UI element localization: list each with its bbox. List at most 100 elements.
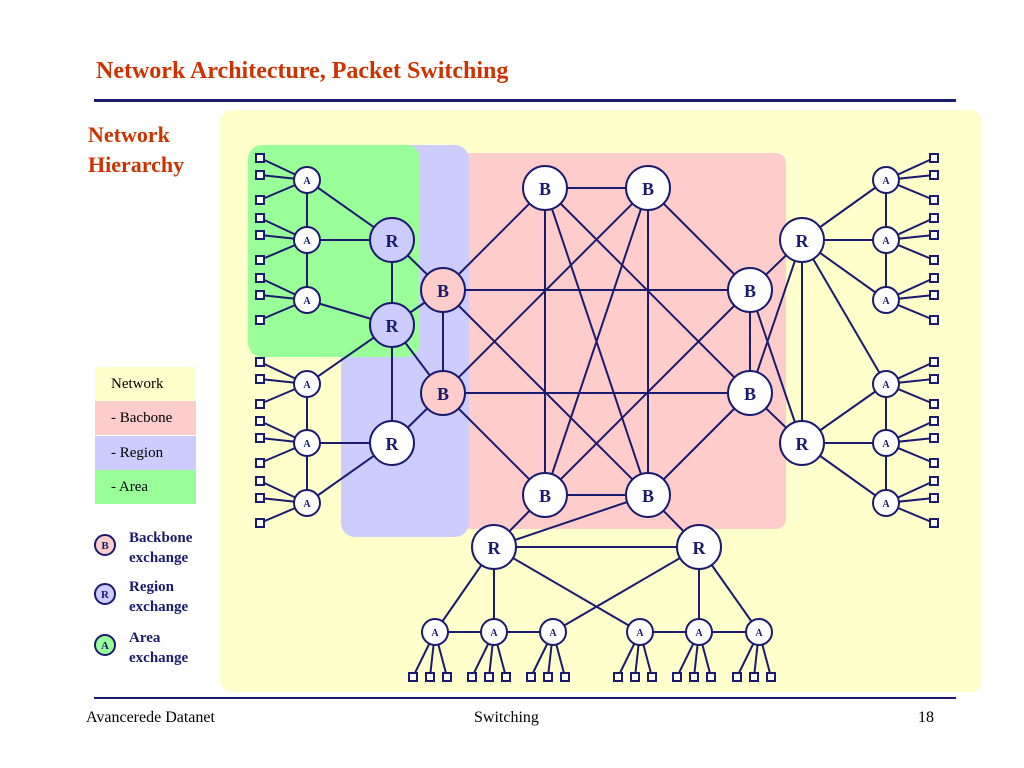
area-node-al6: A <box>293 489 321 517</box>
backbone-node-icon <box>94 534 116 556</box>
backbone-node-circle <box>420 267 466 313</box>
area-node-circle <box>626 618 654 646</box>
region-node-r5: R <box>779 420 825 466</box>
area-node-circle <box>872 286 900 314</box>
area-node-ar4: A <box>872 370 900 398</box>
region-node-label: R <box>386 434 400 454</box>
terminal-14 <box>255 458 265 468</box>
terminal-23 <box>929 255 939 265</box>
region-node-r2: R <box>369 302 415 348</box>
terminal-47 <box>647 672 657 682</box>
backbone-label-line-2: exchange <box>129 550 189 566</box>
region-node-circle <box>779 420 825 466</box>
area-node-ar5: A <box>872 429 900 457</box>
backbone-node-circle <box>522 472 568 518</box>
terminal-25 <box>929 290 939 300</box>
area-node-label: A <box>882 296 890 307</box>
area-node-circle <box>293 429 321 457</box>
page-number: 18 <box>918 709 934 726</box>
area-node-circle <box>421 618 449 646</box>
terminal-37 <box>425 672 435 682</box>
area-node-ab6: A <box>745 618 773 646</box>
area-node-al2: A <box>293 226 321 254</box>
terminal-52 <box>749 672 759 682</box>
terminal-17 <box>255 518 265 528</box>
backbone-node-label: B <box>744 281 756 301</box>
area-node-label: A <box>882 236 890 247</box>
region-node-label: R <box>386 316 400 336</box>
area-node-circle <box>480 618 508 646</box>
region-node-circle <box>369 302 415 348</box>
area-node-label: A <box>755 628 763 639</box>
region-node-r7: R <box>676 524 722 570</box>
terminal-24 <box>929 273 939 283</box>
legend-network: Network <box>95 367 196 401</box>
terminal-22 <box>929 230 939 240</box>
backbone-node-label: B <box>437 281 449 301</box>
terminal-42 <box>526 672 536 682</box>
backbone-node-circle <box>727 370 773 416</box>
area-node-label: A <box>303 236 311 247</box>
area-node-circle <box>685 618 713 646</box>
area-node-circle <box>293 286 321 314</box>
backbone-node-b2: B <box>625 165 671 211</box>
link-b6-b8 <box>647 392 751 496</box>
footer-center: Switching <box>474 709 539 726</box>
area-node-label: A <box>882 380 890 391</box>
terminal-27 <box>929 357 939 367</box>
terminal-48 <box>672 672 682 682</box>
area-node-label: A <box>303 296 311 307</box>
backbone-node-label: B <box>539 179 551 199</box>
terminal-13 <box>255 433 265 443</box>
area-node-circle <box>293 370 321 398</box>
area-region <box>248 145 420 357</box>
area-node-label: A <box>431 628 439 639</box>
area-exchange-label: Area exchange <box>129 628 188 668</box>
area-node-label: A <box>303 380 311 391</box>
area-node-ab4: A <box>626 618 654 646</box>
region-node-circle <box>779 217 825 263</box>
area-node-ab1: A <box>421 618 449 646</box>
area-node-ar3: A <box>872 286 900 314</box>
area-node-al4: A <box>293 370 321 398</box>
area-node-circle <box>872 370 900 398</box>
terminal-3 <box>255 213 265 223</box>
terminal-33 <box>929 476 939 486</box>
region-node-label: R <box>693 538 707 558</box>
terminal-5 <box>255 255 265 265</box>
backbone-node-label: B <box>437 384 449 404</box>
terminal-38 <box>442 672 452 682</box>
area-node-ar2: A <box>872 226 900 254</box>
link-r6-b8 <box>493 494 649 548</box>
terminal-45 <box>613 672 623 682</box>
terminal-39 <box>467 672 477 682</box>
terminal-28 <box>929 374 939 384</box>
area-node-circle <box>293 166 321 194</box>
backbone-node-b8: B <box>625 472 671 518</box>
terminal-30 <box>929 416 939 426</box>
backbone-node-b5: B <box>420 370 466 416</box>
region-exchange-label: Region exchange <box>129 577 188 617</box>
region-icon-letter: R <box>101 589 110 601</box>
node-legend-icons: B R A <box>94 534 116 656</box>
region-node-label: R <box>796 434 810 454</box>
terminal-10 <box>255 374 265 384</box>
area-node-al1: A <box>293 166 321 194</box>
area-node-circle <box>872 489 900 517</box>
terminal-26 <box>929 315 939 325</box>
backbone-node-b1: B <box>522 165 568 211</box>
area-node-circle <box>872 226 900 254</box>
area-node-circle <box>872 166 900 194</box>
area-node-ar6: A <box>872 489 900 517</box>
terminal-46 <box>630 672 640 682</box>
area-node-label: A <box>549 628 557 639</box>
area-node-circle <box>872 429 900 457</box>
terminal-21 <box>929 213 939 223</box>
legend-area: - Area <box>95 470 196 504</box>
terminal-43 <box>543 672 553 682</box>
area-node-al3: A <box>293 286 321 314</box>
region-node-label: R <box>488 538 502 558</box>
area-node-circle <box>293 489 321 517</box>
area-node-label: A <box>695 628 703 639</box>
